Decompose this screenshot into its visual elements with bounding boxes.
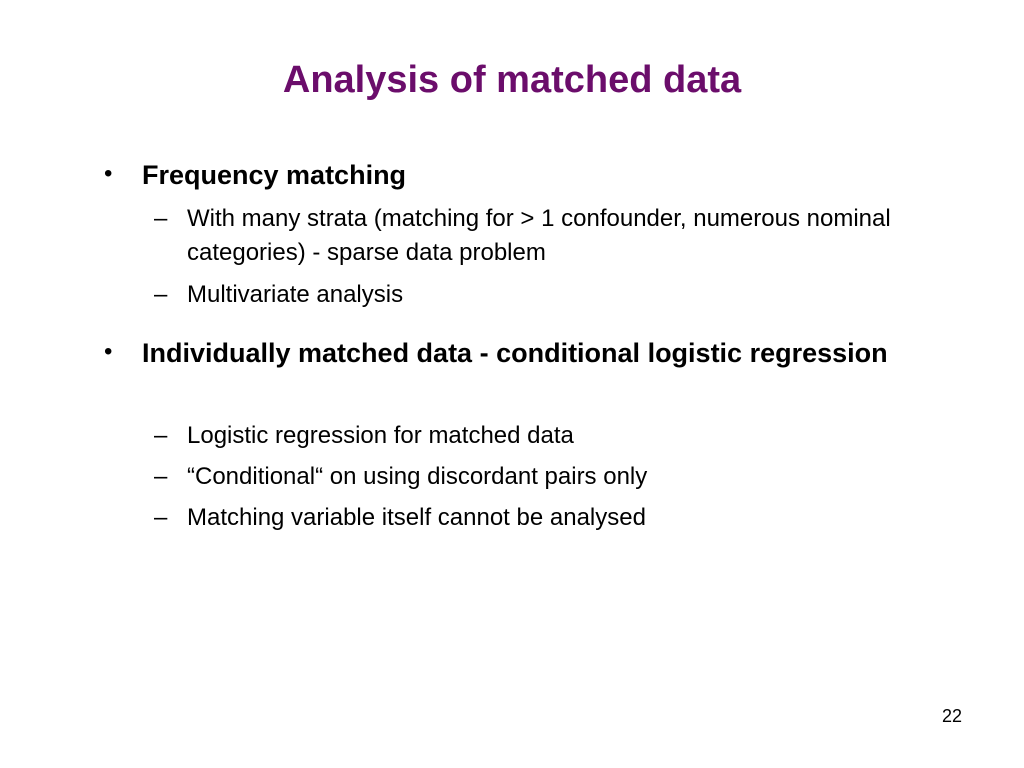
bullet-marker: • [104, 160, 113, 187]
sub-bullet-text: With many strata (matching for > 1 confo… [187, 205, 891, 266]
sub-bullet-text: “Conditional“ on using discordant pairs … [187, 463, 648, 490]
sub-bullet-text: Multivariate analysis [187, 281, 404, 308]
sub-bullet-text: Logistic regression for matched data [187, 422, 574, 449]
bullet-marker: • [104, 338, 113, 365]
sub-bullet-marker: – [154, 463, 168, 490]
sub-bullet-text: Matching variable itself cannot be analy… [187, 504, 646, 531]
slide-title: Analysis of matched data [282, 59, 742, 101]
page-number: 22 [941, 706, 962, 726]
sub-bullet-marker: – [154, 422, 168, 449]
bullet-text: Frequency matching [142, 160, 407, 190]
bullet-text: Individually matched data - conditional … [142, 338, 888, 368]
sub-bullet-marker: – [154, 205, 168, 232]
sub-bullet-marker: – [154, 281, 168, 308]
sub-bullet-marker: – [154, 504, 168, 531]
